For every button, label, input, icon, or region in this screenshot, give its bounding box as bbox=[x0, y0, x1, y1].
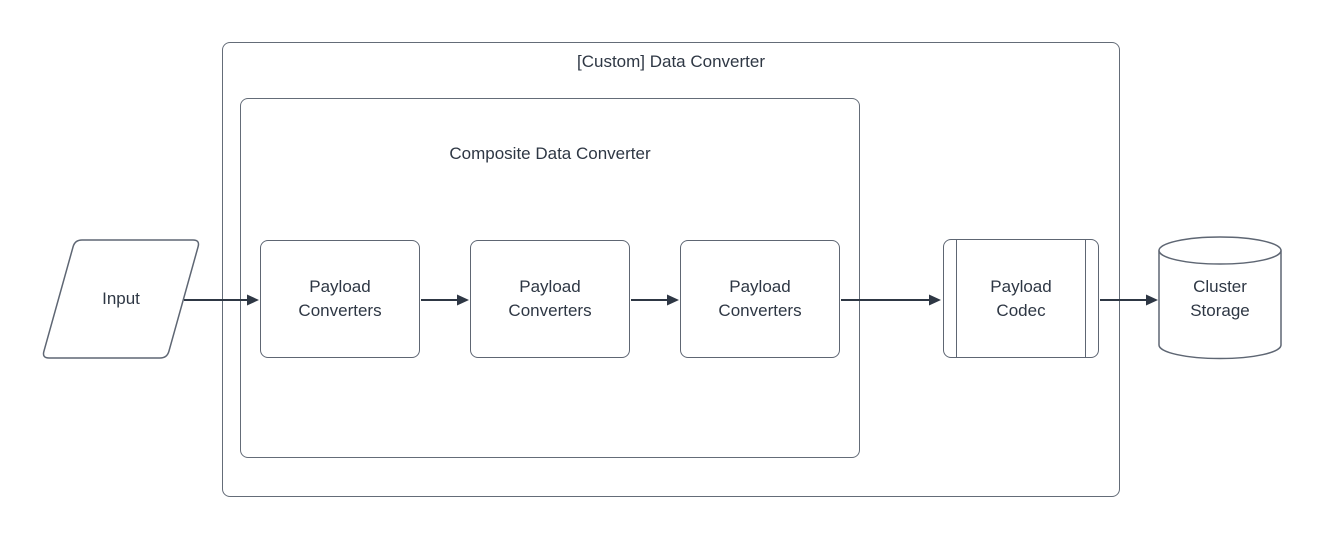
node-cluster-storage: Cluster Storage bbox=[1159, 246, 1281, 352]
custom-data-converter-label: [Custom] Data Converter bbox=[576, 52, 765, 71]
composite-data-converter-label: Composite Data Converter bbox=[449, 144, 651, 163]
node-input-label: Input bbox=[102, 289, 140, 308]
node-payload-converters-2: Payload Converters bbox=[470, 240, 630, 358]
container-composite-data-converter bbox=[240, 98, 860, 458]
node-payload-converters-1-label: Payload Converters bbox=[298, 277, 382, 320]
node-payload-codec-label: Payload Codec bbox=[990, 276, 1052, 320]
predefined-process-right-bar bbox=[1085, 240, 1086, 357]
container-custom-data-converter bbox=[222, 42, 1120, 497]
predefined-process-left-bar bbox=[956, 240, 957, 357]
node-payload-converters-2-label: Payload Converters bbox=[508, 277, 592, 320]
node-payload-codec: Payload Codec bbox=[943, 239, 1099, 358]
node-payload-converters-3: Payload Converters bbox=[680, 240, 840, 358]
node-payload-converters-1: Payload Converters bbox=[260, 240, 420, 358]
node-payload-converters-3-label: Payload Converters bbox=[718, 277, 802, 320]
node-cluster-storage-label: Cluster Storage bbox=[1190, 277, 1250, 320]
node-input: Input bbox=[58, 240, 184, 358]
